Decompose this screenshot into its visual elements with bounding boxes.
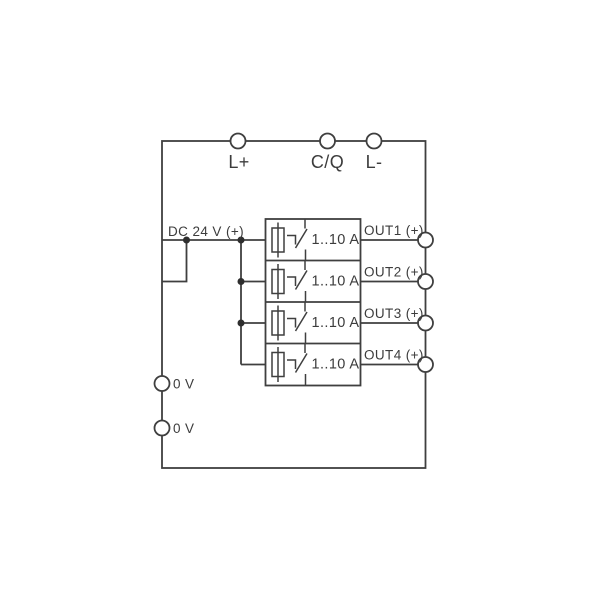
output-terminals: OUT1 (+) OUT2 (+) OUT3 (+) OUT4 (+) [364,223,434,373]
fuse-icon [271,310,285,336]
breaker-switch-icon [287,276,297,286]
output-label-2: OUT2 (+) [364,265,424,280]
terminal-label-l-minus: L- [366,152,383,172]
terminal-l-minus [365,132,383,150]
channel-rating: 1..10 A [312,232,360,248]
ground-terminals: 0 V 0 V [153,375,194,437]
supply-step-wire [162,240,188,283]
fuse-icon [271,351,285,378]
output-label-3: OUT3 (+) [364,306,424,321]
channel-1: 1..10 A [271,219,360,261]
terminal-label-cq: C/Q [311,152,344,172]
channel-rating: 1..10 A [312,315,360,331]
output-label-4: OUT4 (+) [364,348,424,363]
terminal-0v-1 [153,375,171,392]
terminal-cq [319,132,336,150]
terminal-out3 [417,314,434,332]
supply-wiring: DC 24 V (+) [162,224,266,366]
terminal-label-l-plus: L+ [228,152,249,172]
breaker-switch-icon [287,234,297,245]
channel-3: 1..10 A [271,302,360,344]
supply-label: DC 24 V (+) [168,224,244,239]
terminal-l-plus [229,132,247,150]
breaker-switch-icon [294,311,308,332]
terminal-0v-2 [153,419,171,437]
breaker-module-box: 1..10 A 1..10 A 1..10 A [264,218,362,387]
terminal-out4 [417,356,434,373]
top-terminals: L+ C/Q L- [228,132,383,172]
ground-label-2: 0 V [173,421,194,436]
output-wiring [360,239,426,366]
terminal-out2 [417,273,434,290]
junction-dot [237,278,245,285]
breaker-switch-icon [287,317,297,328]
fuse-icon [271,227,285,253]
terminal-out1 [417,231,434,249]
breaker-switch-icon [294,353,308,373]
output-label-1: OUT1 (+) [364,223,424,238]
junction-dot [237,236,245,244]
junction-dot [183,236,190,244]
fuse-icon [271,268,285,295]
junction-dot [237,319,245,327]
circuit-frame [161,140,427,469]
channel-2: 1..10 A [271,261,360,303]
channel-rating: 1..10 A [312,357,360,373]
channel-rating: 1..10 A [312,274,360,290]
channel-4: 1..10 A [271,344,360,386]
breaker-switch-icon [294,228,308,249]
breaker-switch-icon [287,359,297,369]
ground-label-1: 0 V [173,377,194,392]
breaker-switch-icon [294,270,308,290]
